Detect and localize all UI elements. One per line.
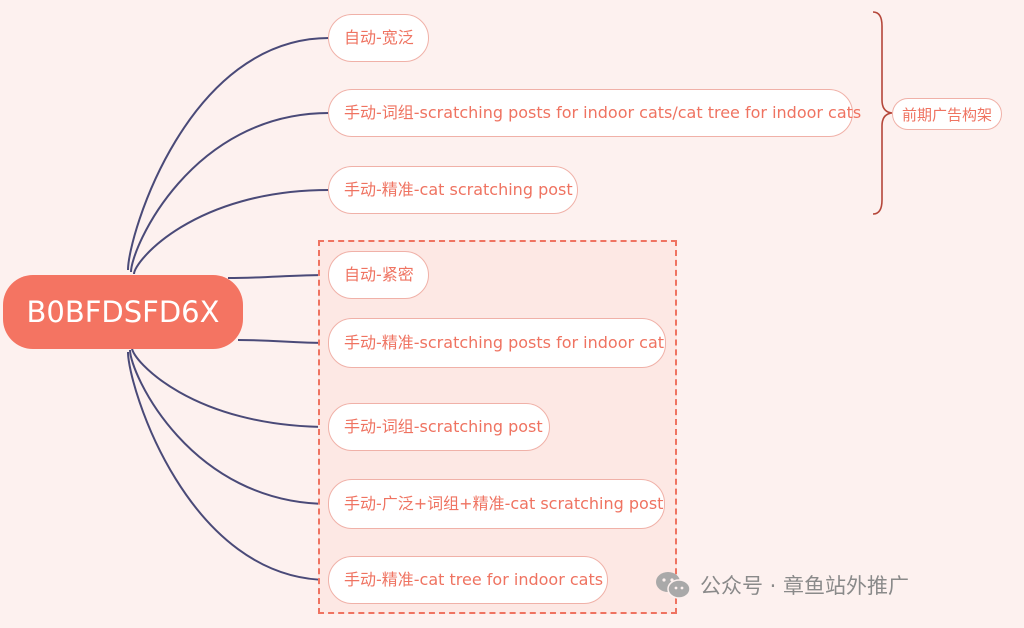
connector-line <box>127 37 330 271</box>
connector-line <box>129 349 330 505</box>
branch-node[interactable]: 手动-精准-scratching posts for indoor cat <box>328 318 666 368</box>
root-node[interactable]: B0BFDSFD6X <box>3 275 243 349</box>
wechat-icon <box>656 572 691 599</box>
branch-node[interactable]: 自动-宽泛 <box>328 14 429 62</box>
connector-line <box>130 112 330 273</box>
summary-node[interactable]: 前期广告构架 <box>892 98 1002 130</box>
branch-node[interactable]: 手动-精准-cat tree for indoor cats <box>328 556 608 604</box>
connector-line <box>133 189 330 275</box>
connector-line <box>227 274 330 279</box>
branch-node[interactable]: 手动-精准-cat scratching post <box>328 166 578 214</box>
branch-node[interactable]: 手动-词组-scratching post <box>328 403 550 451</box>
connector-line <box>127 351 330 581</box>
summary-brace <box>872 11 893 215</box>
watermark: 公众号 · 章鱼站外推广 <box>654 568 909 602</box>
watermark-text: 公众号 · 章鱼站外推广 <box>700 574 910 598</box>
branch-node[interactable]: 自动-紧密 <box>328 251 429 299</box>
branch-node[interactable]: 手动-词组-scratching posts for indoor cats/c… <box>328 89 861 137</box>
connector-line <box>131 347 330 428</box>
connector-line <box>237 339 330 344</box>
branch-node[interactable]: 手动-广泛+词组+精准-cat scratching post <box>328 479 665 529</box>
